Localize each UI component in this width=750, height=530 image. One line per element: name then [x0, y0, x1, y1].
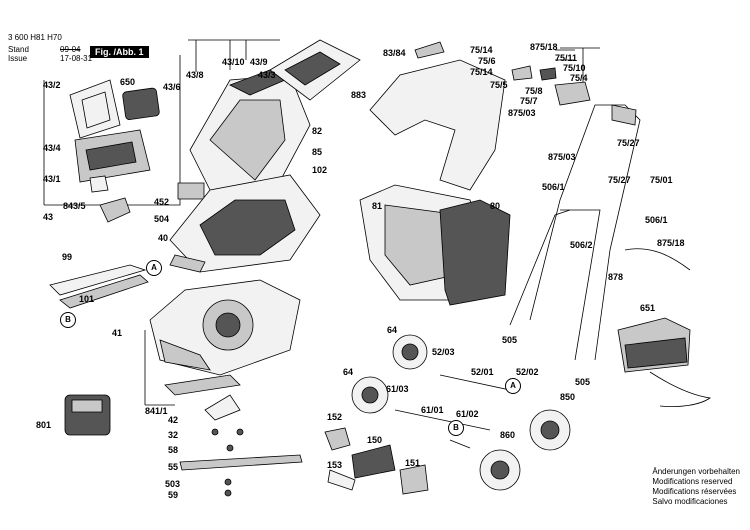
stand-label: Stand — [8, 45, 29, 54]
callout-a-left: A — [146, 260, 162, 276]
part-label: 75/4 — [570, 73, 588, 83]
part-label: 99 — [62, 252, 73, 262]
part-label: 83/84 — [383, 48, 406, 58]
part-label: 650 — [120, 77, 136, 87]
part-label: 75/14 — [470, 45, 493, 55]
part-label: 64 — [343, 367, 354, 377]
part-label: 875/03 — [508, 108, 536, 118]
note-en: Modifications reserved — [652, 477, 733, 486]
callout-b-left: B — [60, 312, 76, 328]
part-label: 875/18 — [530, 42, 558, 52]
part-label: 883 — [351, 90, 367, 100]
part-label: 75/14 — [470, 67, 493, 77]
callout-a-right: A — [505, 378, 521, 394]
part-label: 860 — [500, 430, 516, 440]
part-label: 850 — [560, 392, 576, 402]
figure-label: Fig. /Abb. 1 — [90, 46, 149, 58]
part-label: 59 — [168, 490, 179, 500]
part-label: 152 — [327, 412, 343, 422]
part-label: 61/01 — [421, 405, 444, 415]
part-label: 43/10 — [222, 57, 245, 67]
part-label: 75/7 — [520, 96, 538, 106]
part-label: 82 — [312, 126, 323, 136]
part-label: 61/02 — [456, 409, 479, 419]
part-label: 40 — [158, 233, 169, 243]
part-label: 503 — [165, 479, 181, 489]
callout-b-right: B — [448, 420, 464, 436]
part-label: 75/6 — [478, 56, 496, 66]
part-label: 875/03 — [548, 152, 576, 162]
part-label: 75/5 — [490, 80, 508, 90]
note-es: Salvo modificaciones — [652, 497, 728, 506]
wheel-52-03 — [393, 335, 427, 369]
part-label: 875/18 — [657, 238, 685, 248]
part-label: 102 — [312, 165, 328, 175]
part-label: 506/1 — [645, 215, 668, 225]
part-label: 43/8 — [186, 70, 204, 80]
part-label: 504 — [154, 214, 170, 224]
part-label: 61/03 — [386, 384, 409, 394]
issue-value: 17-08-31 — [60, 54, 93, 63]
note-de: Änderungen vorbehalten — [652, 467, 740, 476]
part-label: 878 — [608, 272, 624, 282]
part-label: 43/6 — [163, 82, 181, 92]
part-label: 651 — [640, 303, 656, 313]
part-label: 52/01 — [471, 367, 494, 377]
part-label: 42 — [168, 415, 179, 425]
stand-value: 09-04 — [60, 45, 81, 54]
part-label: 506/1 — [542, 182, 565, 192]
part-label: 41 — [112, 328, 123, 338]
part-label: 505 — [575, 377, 591, 387]
part-label: 151 — [405, 458, 421, 468]
part-label: 52/03 — [432, 347, 455, 357]
note-fr: Modifications réservées — [652, 487, 737, 496]
part-label: 85 — [312, 147, 323, 157]
part-label: 75/11 — [555, 53, 578, 63]
part-label: 843/5 — [63, 201, 86, 211]
part-label: 505 — [502, 335, 518, 345]
part-label: 43/4 — [43, 143, 61, 153]
part-label: 101 — [79, 294, 95, 304]
part-label: 506/2 — [570, 240, 593, 250]
document-number: 3 600 H81 H70 — [8, 33, 62, 42]
part-label: 801 — [36, 420, 52, 430]
part-label: 43 — [43, 212, 54, 222]
part-label: 150 — [367, 435, 383, 445]
part-label: 43/1 — [43, 174, 61, 184]
part-label: 75/27 — [608, 175, 631, 185]
part-label: 43/3 — [258, 70, 276, 80]
part-label: 75/10 — [563, 63, 586, 73]
part-label: 81 — [372, 201, 383, 211]
issue-label: Issue — [8, 54, 28, 63]
part-label: 75/01 — [650, 175, 673, 185]
part-label: 55 — [168, 462, 179, 472]
part-label: 58 — [168, 445, 179, 455]
part-label: 75/27 — [617, 138, 640, 148]
modification-notes: Änderungen vorbehalten Modifications res… — [652, 467, 740, 507]
part-label: 841/1 — [145, 406, 168, 416]
part-label: 52/02 — [516, 367, 539, 377]
part-label: 452 — [154, 197, 170, 207]
part-label: 32 — [168, 430, 179, 440]
part-label: 153 — [327, 460, 343, 470]
part-label: 75/8 — [525, 86, 543, 96]
part-label: 43/2 — [43, 80, 61, 90]
part-label: 64 — [387, 325, 398, 335]
part-label: 80 — [490, 201, 501, 211]
part-label: 43/9 — [250, 57, 268, 67]
